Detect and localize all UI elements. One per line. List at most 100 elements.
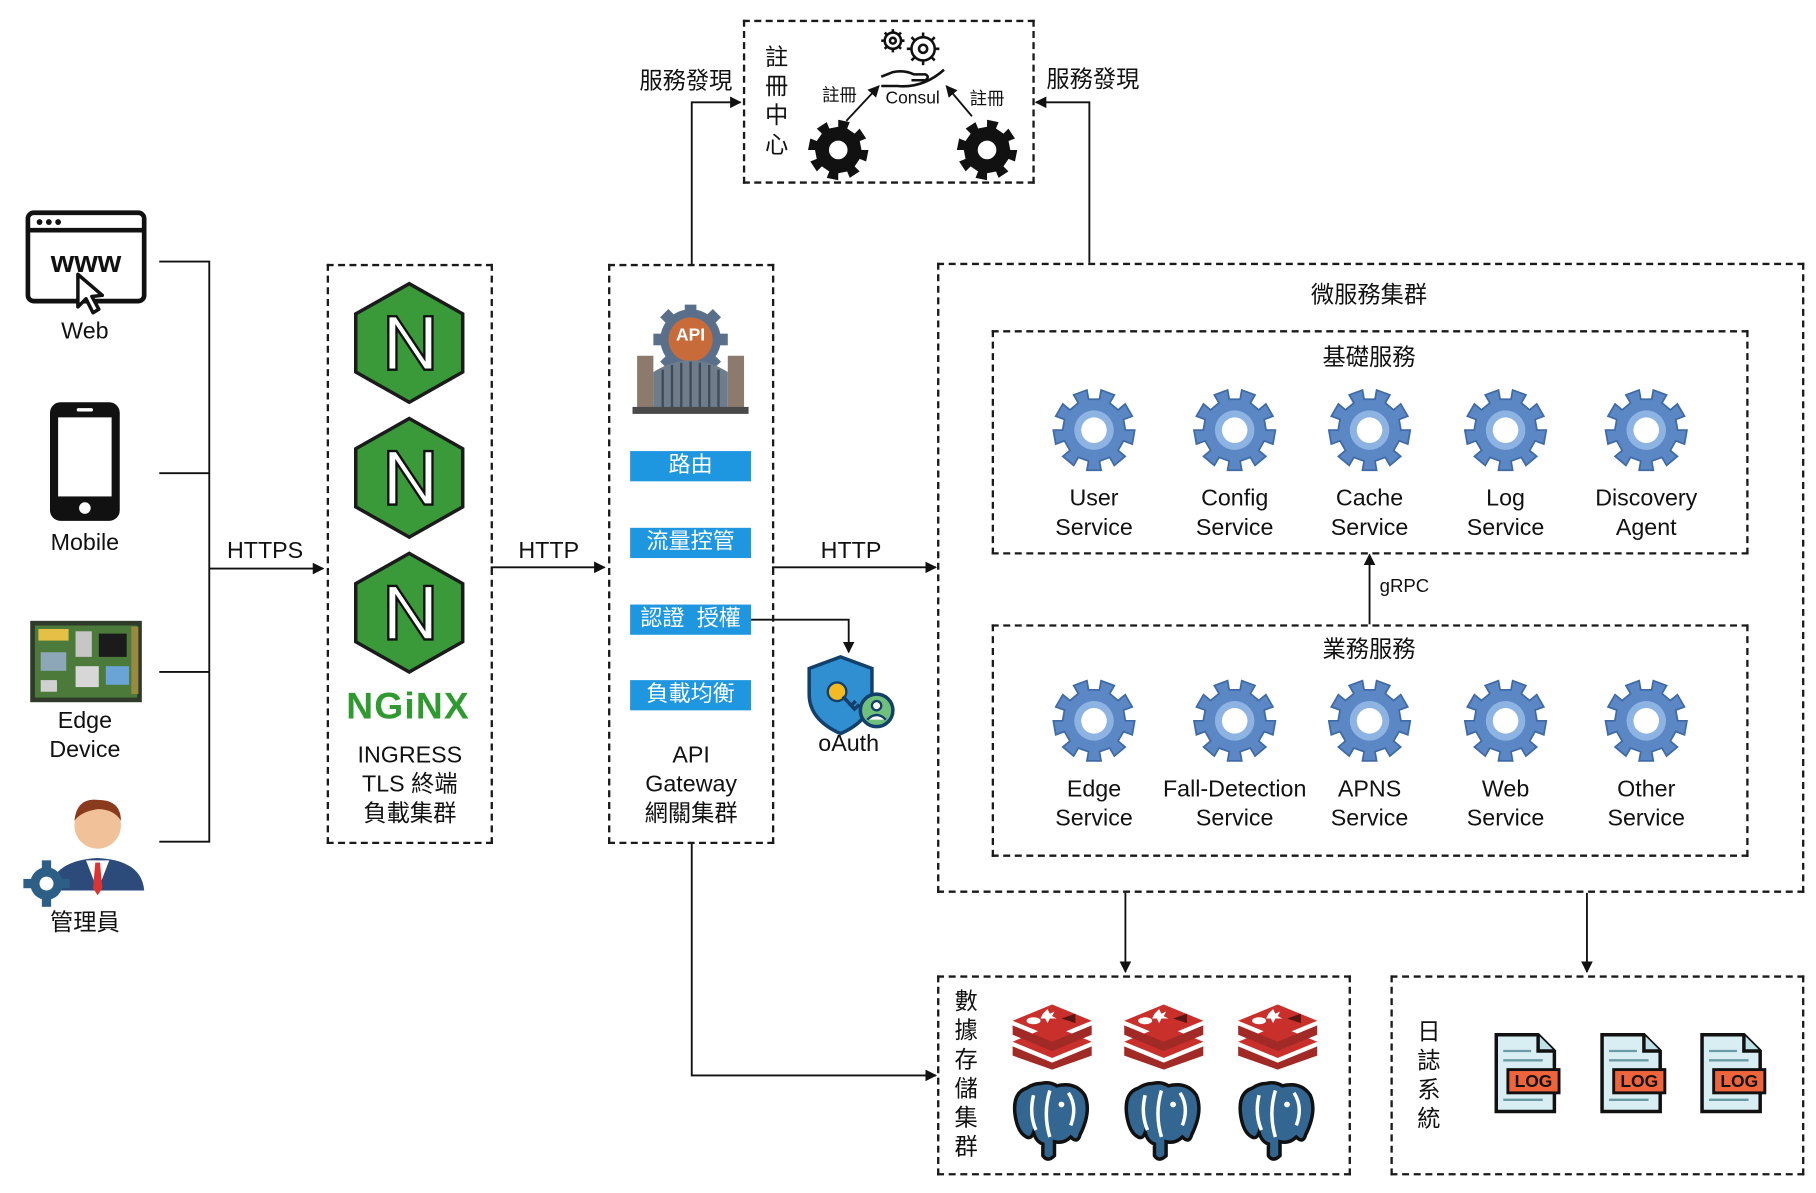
- business-service-gear-icon: [1604, 679, 1688, 769]
- basic-service-label-line1: User: [1069, 485, 1119, 512]
- log-badge-text: LOG: [1514, 1071, 1553, 1092]
- discovery-label-left: 服務發現: [639, 68, 733, 95]
- business-service-gear-icon: [1327, 679, 1412, 769]
- ingress-label-line2: TLS 終端: [362, 771, 458, 798]
- registry-title: 註冊中心: [764, 45, 789, 159]
- basic-service-gear-icon: [1327, 388, 1412, 478]
- admin-user-icon: [23, 793, 149, 915]
- redis-icon: [1010, 998, 1094, 1076]
- log-badge-text: LOG: [1720, 1071, 1759, 1092]
- discovery-label-right: 服務發現: [1046, 67, 1140, 94]
- postgresql-elephant-icon: [1236, 1079, 1320, 1169]
- grpc-label: gRPC: [1379, 576, 1430, 597]
- business-service-label-line1: APNS: [1337, 776, 1402, 803]
- http-edge-label-2: HTTP: [820, 538, 882, 564]
- business-service-label-line2: Service: [1466, 805, 1545, 832]
- edge-device-label-line2: Device: [49, 737, 121, 763]
- basic-service-gear-icon: [1604, 388, 1688, 478]
- ingress-label-line1: INGRESS: [357, 742, 463, 769]
- business-service-label-line2: Service: [1055, 805, 1133, 832]
- edge-device-label: Edge Device: [27, 707, 143, 765]
- register-label-right: 註冊: [969, 89, 1005, 110]
- svg-text:www: www: [50, 246, 122, 279]
- business-service-label-line1: Other: [1617, 776, 1676, 803]
- basic-services-title: 基礎服務: [1322, 345, 1416, 371]
- log-system-box: [1390, 975, 1805, 1176]
- oauth-shield-icon: [807, 655, 900, 742]
- admin-label: 管理員: [49, 910, 120, 936]
- log-file-icon: [1487, 1032, 1561, 1122]
- redis-icon: [1236, 998, 1320, 1076]
- microservices-cluster-box: [937, 262, 1805, 893]
- api-badge-text: API: [676, 325, 706, 346]
- service-gear-icon: [956, 119, 1019, 188]
- register-label-left: 註冊: [821, 86, 857, 106]
- postgresql-elephant-icon: [1122, 1079, 1206, 1169]
- business-service-gear-icon: [1052, 679, 1136, 769]
- business-services-title: 業務服務: [1322, 637, 1416, 663]
- business-service-label-line1: Edge: [1066, 776, 1122, 803]
- gateway-label-line3: 網關集群: [644, 801, 738, 827]
- business-service-gear-icon: [1192, 679, 1277, 769]
- storage-cluster-box: [937, 975, 1351, 1176]
- mobile-phone-icon: [49, 401, 121, 528]
- nginx-hex-icon: [352, 281, 466, 410]
- nginx-hex-icon: [352, 551, 466, 680]
- business-service-label-line1: Web: [1481, 776, 1530, 803]
- ingress-label: INGRESS TLS 終端 負載集群: [327, 742, 493, 829]
- basic-service-gear-icon: [1463, 388, 1548, 478]
- load-balancing-feature: 負載均衡: [630, 680, 752, 711]
- business-services-box: [991, 624, 1749, 857]
- microservices-title: 微服務集群: [1310, 282, 1428, 309]
- mobile-label: Mobile: [50, 530, 120, 556]
- edge-device-board-icon: [29, 620, 143, 710]
- basic-service-label-line2: Service: [1330, 515, 1409, 541]
- routing-feature: 路由: [630, 451, 752, 482]
- storage-title: 數據存儲集群: [954, 989, 978, 1161]
- web-label: Web: [61, 318, 109, 345]
- basic-service-label-line2: Service: [1466, 515, 1545, 541]
- gateway-label: API Gateway 網關集群: [608, 742, 774, 829]
- web-browser-icon: www: [24, 209, 147, 322]
- service-gear-icon: [807, 119, 870, 188]
- nginx-hex-icon: [352, 416, 466, 545]
- redis-icon: [1122, 998, 1206, 1076]
- basic-service-label-line1: Cache: [1335, 485, 1404, 512]
- http-edge-label-1: HTTP: [518, 538, 580, 564]
- basic-service-label-line2: Service: [1055, 515, 1133, 541]
- basic-service-label-line1: Discovery: [1595, 485, 1698, 512]
- postgresql-elephant-icon: [1010, 1079, 1094, 1169]
- ingress-cluster-box: [326, 263, 493, 845]
- basic-service-gear-icon: [1052, 388, 1136, 478]
- api-gateway-icon: [632, 302, 749, 422]
- business-service-label-line1: Fall-Detection: [1162, 776, 1307, 803]
- oauth-label: oAuth: [818, 731, 880, 757]
- basic-service-label-line1: Config: [1201, 485, 1269, 512]
- gateway-cluster-box: [608, 263, 775, 845]
- registry-box: [742, 19, 1035, 184]
- basic-service-label-line2: Agent: [1615, 515, 1677, 541]
- basic-service-label-line1: Log: [1486, 485, 1525, 512]
- log-badge-text: LOG: [1620, 1071, 1659, 1092]
- gateway-label-line2: Gateway: [645, 771, 738, 798]
- consul-gears-hand-icon: [877, 26, 949, 97]
- ingress-label-line3: 負載集群: [363, 801, 457, 827]
- nginx-wordmark: NGiNX: [346, 684, 470, 727]
- auth-feature: 認證 授權: [630, 604, 752, 635]
- gateway-label-line1: API: [672, 742, 710, 769]
- business-service-label-line2: Service: [1195, 805, 1274, 832]
- edge-device-label-line1: Edge: [57, 708, 113, 734]
- log-file-icon: [1693, 1032, 1767, 1122]
- basic-services-box: [991, 330, 1749, 555]
- basic-service-label-line2: Service: [1195, 515, 1274, 541]
- traffic-control-feature: 流量控管: [630, 527, 752, 559]
